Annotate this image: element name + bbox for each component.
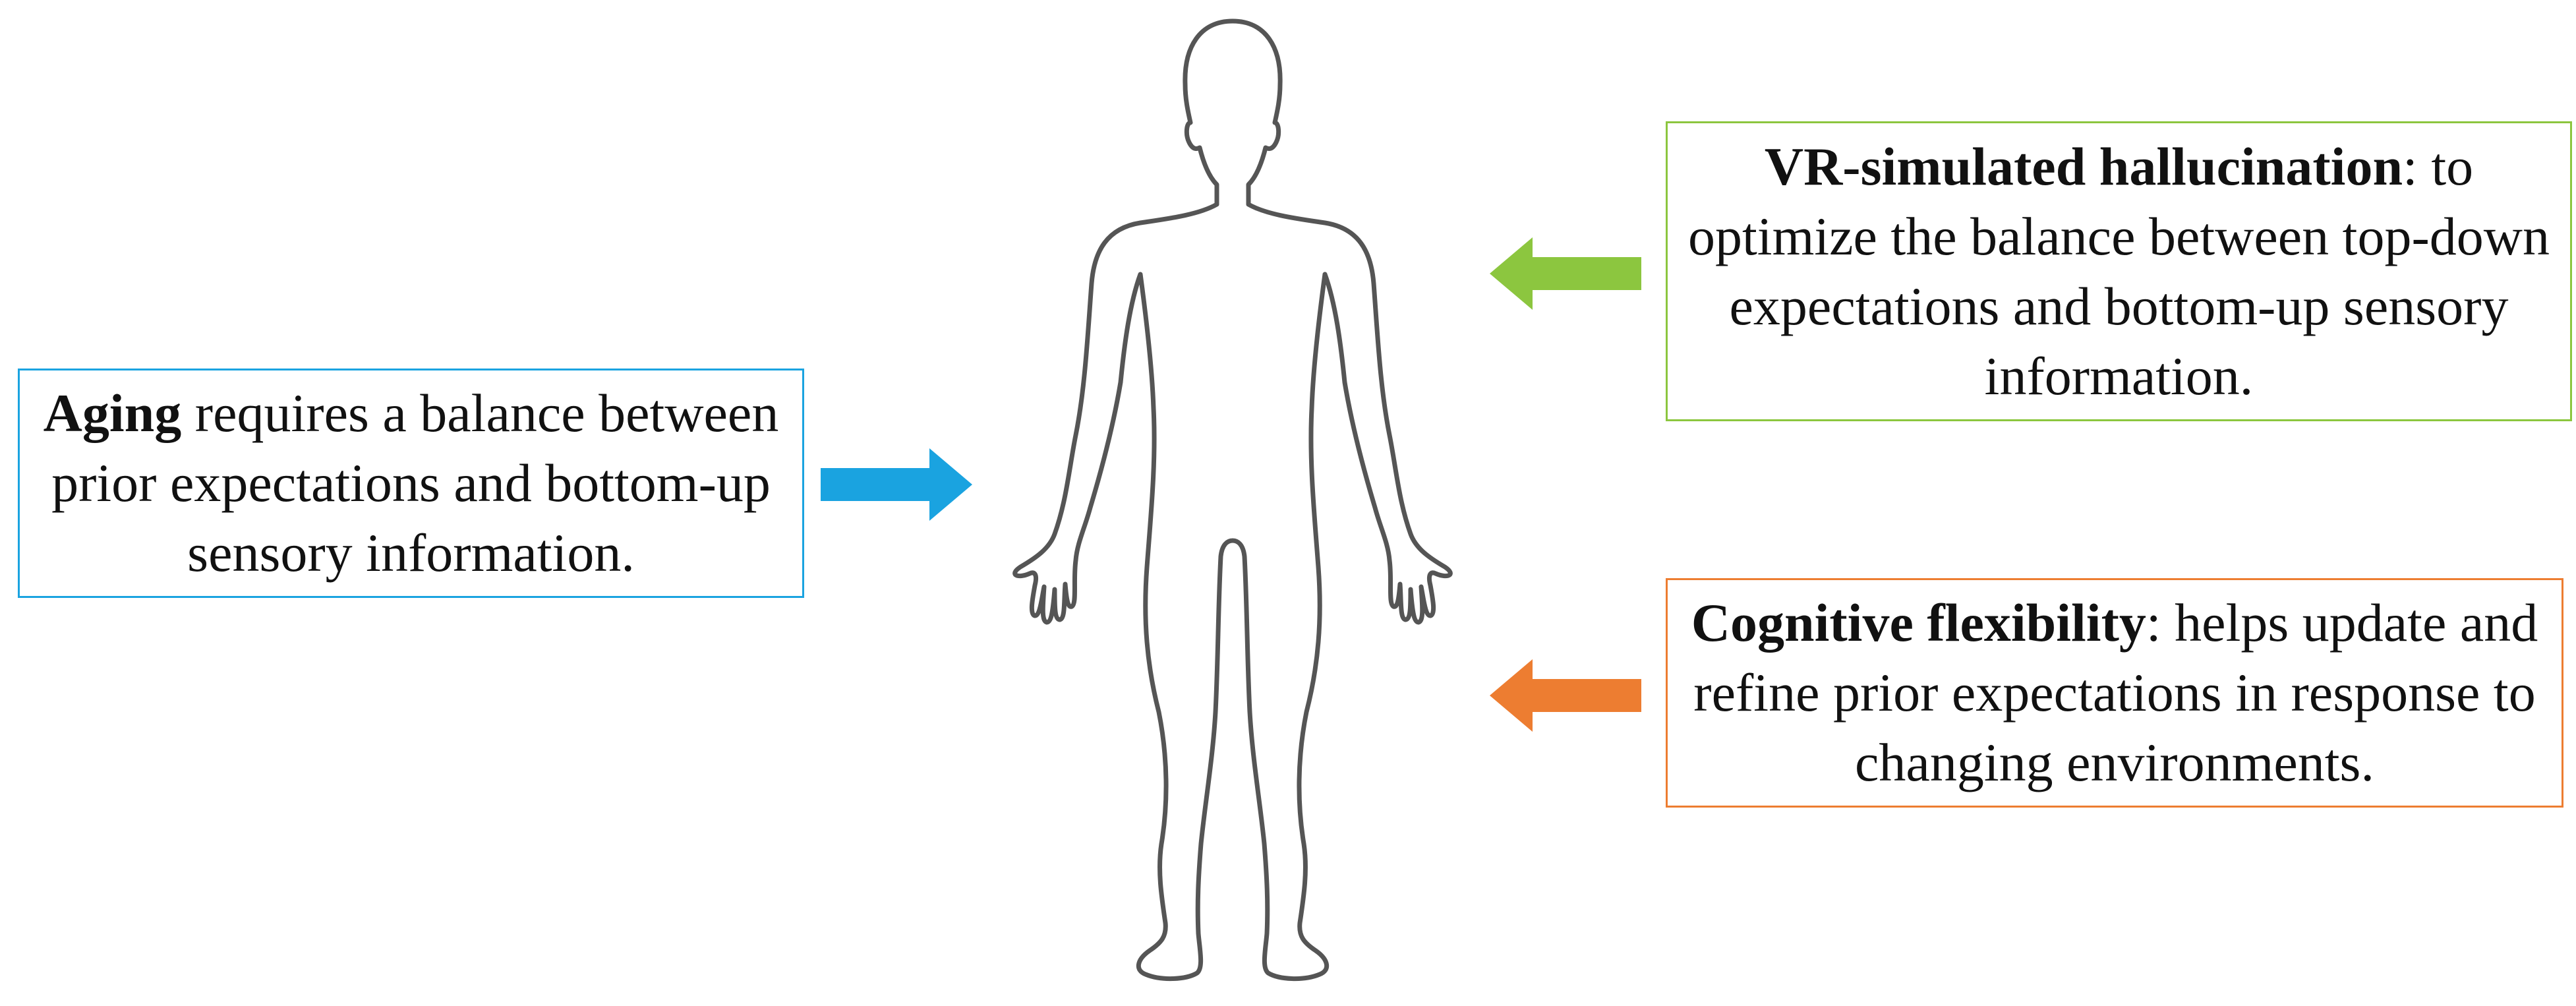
- vr-hallucination-box: VR-simulated hallucination: to optimize …: [1666, 121, 2572, 421]
- left-arrow-icon: [1490, 237, 1641, 310]
- vr-term: VR-simulated hallucination: [1764, 136, 2403, 196]
- left-arrow-icon: [1490, 659, 1641, 732]
- human-body-outline-icon: [1012, 18, 1453, 981]
- vr-description: : to optimize the balance between top-do…: [1688, 136, 2550, 406]
- cognitive-box-text: Cognitive flexibility: helps update and …: [1687, 588, 2542, 798]
- vr-box-text: VR-simulated hallucination: to optimize …: [1687, 132, 2550, 411]
- right-arrow-icon: [821, 448, 972, 521]
- cognitive-term: Cognitive flexibility: [1691, 593, 2146, 653]
- human-body-outline: [1012, 18, 1453, 981]
- aging-description: requires a balance between prior expecta…: [51, 383, 779, 583]
- aging-box-text: Aging requires a balance between prior e…: [40, 378, 782, 588]
- aging-term: Aging: [43, 383, 182, 443]
- aging-box: Aging requires a balance between prior e…: [18, 369, 804, 598]
- cognitive-flexibility-box: Cognitive flexibility: helps update and …: [1666, 578, 2563, 808]
- cognitive-description: : helps update and refine prior expectat…: [1693, 593, 2538, 792]
